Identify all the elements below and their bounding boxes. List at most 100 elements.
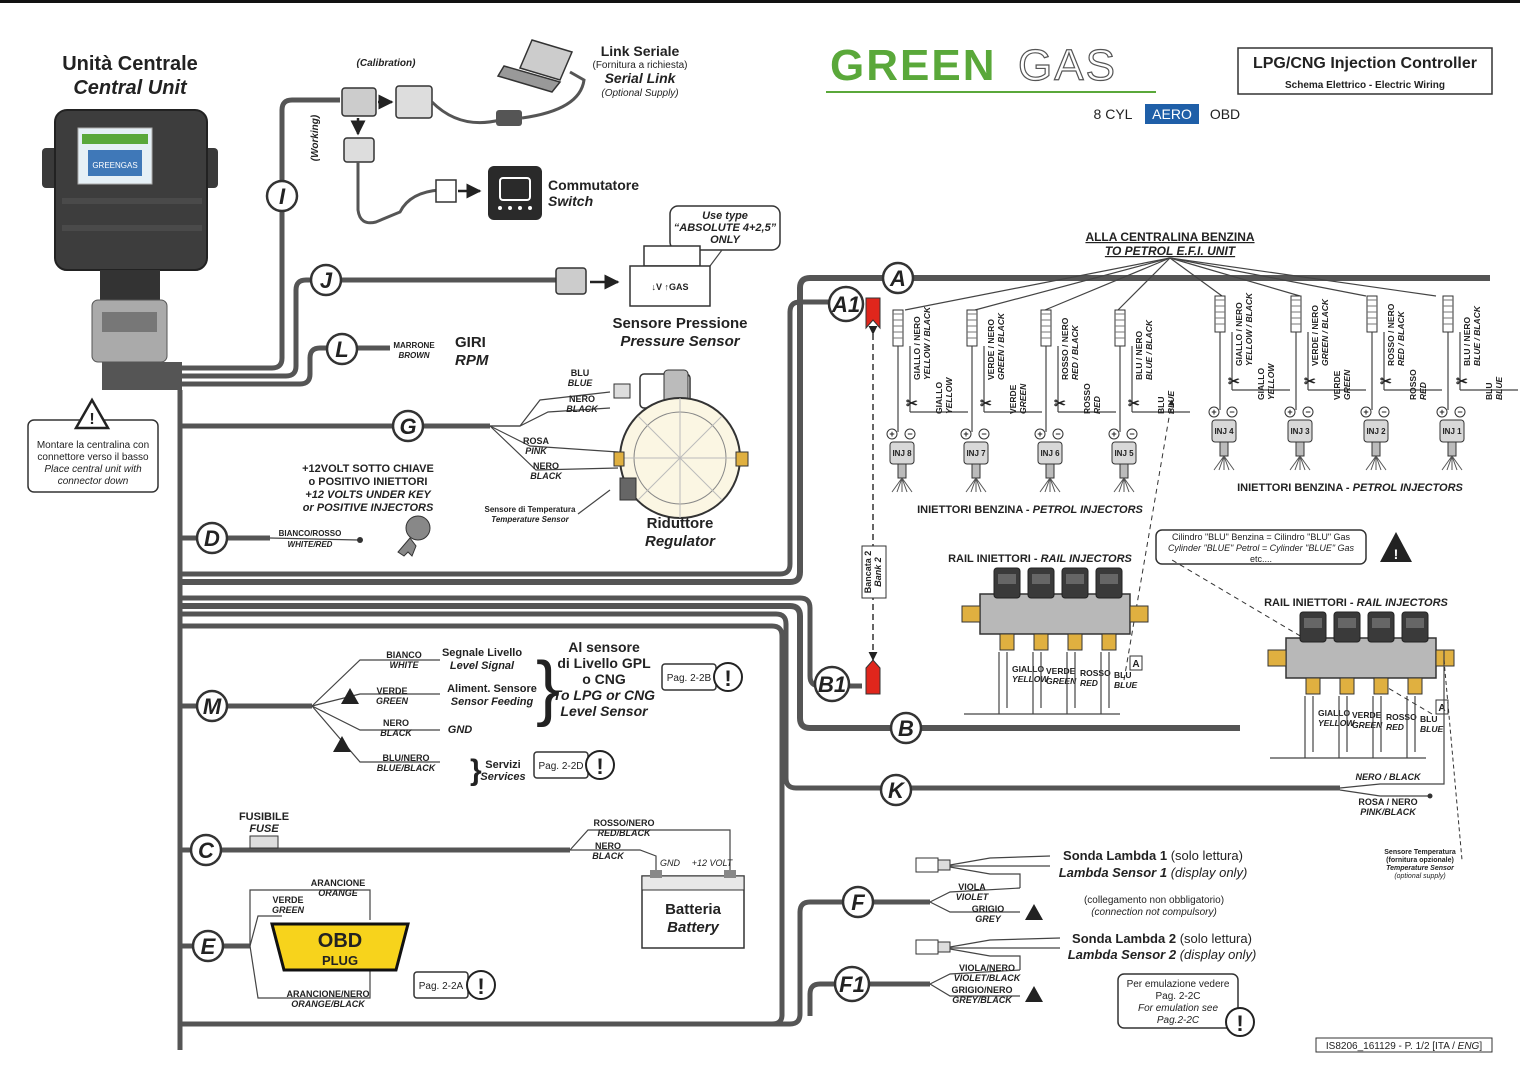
lambda-group: Sonda Lambda 1 (solo lettura) Lambda Sen… xyxy=(915,848,1256,1037)
svg-text:A: A xyxy=(889,266,906,291)
svg-text:INJ 3: INJ 3 xyxy=(1290,427,1310,436)
lvl-al5: Level Sensor xyxy=(560,703,649,719)
cylinder-note: Cilindro "BLU" Benzina = Cilindro "BLU" … xyxy=(1123,399,1433,715)
svg-text:YELLOW / BLACK: YELLOW / BLACK xyxy=(1244,292,1254,366)
svg-text:GREEN: GREEN xyxy=(1352,720,1383,730)
svg-text:−: − xyxy=(1055,429,1060,439)
lvl-black-en: BLACK xyxy=(380,728,413,738)
obd-green-en: GREEN xyxy=(272,905,305,915)
wire-label-i: I xyxy=(265,179,299,213)
bank2-tag-it: Bancata 2Bank 2 xyxy=(863,551,883,594)
pressure-sensor-it: Sensore Pressione xyxy=(612,315,747,332)
mount-note: ! Montare la centralina con connettore v… xyxy=(27,397,159,493)
svg-text:A: A xyxy=(1132,659,1139,670)
header-box xyxy=(1237,47,1493,95)
pressure-port-labels: ↓V ↑GAS xyxy=(651,282,688,292)
fuse-it: FUSIBILE xyxy=(239,811,289,823)
lvl-green-it: VERDE xyxy=(376,686,407,696)
svg-text:YELLOW: YELLOW xyxy=(1266,363,1276,400)
reg-temp-it: Sensore di Temperatura xyxy=(485,505,577,514)
pressure-note1: Use type xyxy=(702,210,748,222)
reg-black2-it: NERO xyxy=(533,461,559,471)
svg-text:+: + xyxy=(889,429,894,439)
svg-text:GIALLO / NERO: GIALLO / NERO xyxy=(912,316,922,380)
svg-text:INJ 5: INJ 5 xyxy=(1114,449,1134,458)
battery-icon xyxy=(641,870,745,949)
header-title: LPG/CNG Injection Controller xyxy=(1253,55,1477,72)
lambda2-sensor-icon xyxy=(915,937,1061,970)
svg-text:GIALLO / NERO: GIALLO / NERO xyxy=(1234,302,1244,366)
svg-text:RED / BLACK: RED / BLACK xyxy=(1070,324,1080,380)
svg-text:GREEN: GREEN xyxy=(1018,383,1028,414)
l2-violet-it: VIOLA/NERO xyxy=(959,963,1015,973)
obd-orange-en: ORANGE xyxy=(318,888,358,898)
serial-link-group: (Calibration) (Working) Link Seriale (Fo… xyxy=(310,39,688,225)
svg-text:VERDE / NERO: VERDE / NERO xyxy=(986,319,996,380)
svg-text:ROSSO: ROSSO xyxy=(1080,668,1111,678)
svg-text:BLU: BLU xyxy=(1114,670,1131,680)
svg-text:BLUE / BLACK: BLUE / BLACK xyxy=(1144,319,1154,380)
svg-text:INJ 1: INJ 1 xyxy=(1442,427,1462,436)
working-label: (Working) xyxy=(310,114,321,161)
lambda-note1: (collegamento non obbligatorio) xyxy=(1084,895,1224,906)
lvl-signal-it: Segnale Livello xyxy=(442,647,522,659)
rpm-en: RPM xyxy=(455,352,489,369)
svg-text:−: − xyxy=(1229,407,1234,417)
svg-text:BLUE: BLUE xyxy=(1114,680,1137,690)
ref2-exclaim-icon xyxy=(585,750,615,780)
svg-text:B1: B1 xyxy=(818,672,846,697)
svg-text:BLU / NERO: BLU / NERO xyxy=(1134,331,1144,381)
ref1-exclaim-icon xyxy=(713,662,743,692)
l1-violet-en: VIOLET xyxy=(956,892,990,902)
footer: IS8206_161129 - P. 1/2 [ITA / ENG] xyxy=(1315,1037,1493,1053)
lvl-al3: o CNG xyxy=(582,671,626,687)
svg-text:GIALLO: GIALLO xyxy=(1012,664,1044,674)
battery-group: FUSIBILE FUSE ROSSO/NERO RED/BLACK NERO … xyxy=(239,811,745,949)
svg-text:RED: RED xyxy=(1080,678,1098,688)
reg-pink-it: ROSA xyxy=(523,436,550,446)
lvl-blueblack-it: BLU/NERO xyxy=(383,753,430,763)
svg-text:I: I xyxy=(279,184,286,209)
lvl-signal-en: Level Signal xyxy=(450,660,515,672)
fuse-icon xyxy=(249,835,279,849)
lvl-black-it: NERO xyxy=(383,718,409,728)
reg-blue-en: BLUE xyxy=(568,378,593,388)
pressure-sensor-group: Use type “ABSOLUTE 4+2,5” ONLY ↓V ↑GAS S… xyxy=(555,205,781,350)
bat-gnd: GND xyxy=(660,858,681,868)
svg-text:G: G xyxy=(399,414,416,439)
svg-text:E: E xyxy=(201,934,217,959)
svg-text:RED / BLACK: RED / BLACK xyxy=(1396,310,1406,366)
lvl-feed-it: Aliment. Sensore xyxy=(447,683,537,695)
harness-wires xyxy=(177,97,1490,1050)
regulator-en: Regulator xyxy=(645,533,716,550)
svg-text:−: − xyxy=(1457,407,1462,417)
l2-grey-en: GREY/BLACK xyxy=(952,995,1013,1005)
svg-text:GREEN / BLACK: GREEN / BLACK xyxy=(996,312,1006,380)
key-l2: o POSITIVO INIETTORI xyxy=(309,476,428,488)
lambda2-it: Sonda Lambda 2 (solo lettura) xyxy=(1072,931,1252,946)
svg-text:−: − xyxy=(1129,429,1134,439)
obd-ref: Pag. 2-2A xyxy=(419,981,464,992)
svg-text:GREEN / BLACK: GREEN / BLACK xyxy=(1320,298,1330,366)
wire-label-g: G xyxy=(391,409,425,443)
a1-connector xyxy=(865,297,881,330)
svg-text:ROSSO: ROSSO xyxy=(1408,369,1418,400)
obd-plug-text1: OBD xyxy=(318,930,362,952)
k-pink-it: ROSA / NERO xyxy=(1358,797,1417,807)
bat-black-en: BLACK xyxy=(592,851,625,861)
lvl-feed-en: Sensor Feeding xyxy=(451,696,534,708)
bat-12v: +12 VOLT xyxy=(692,858,734,868)
brand-gas: GAS xyxy=(1018,41,1117,90)
svg-text:VERDE: VERDE xyxy=(1352,710,1382,720)
footer-code: IS8206_161129 - P. 1/2 [ITA / ENG] xyxy=(1326,1041,1482,1052)
rpm-it: GIRI xyxy=(455,334,486,351)
fuse-en: FUSE xyxy=(249,823,279,835)
lambda1-sensor-icon xyxy=(915,855,1051,888)
svg-text:GIALLO: GIALLO xyxy=(934,382,944,414)
reg-temp-en: Temperature Sensor xyxy=(491,515,569,524)
